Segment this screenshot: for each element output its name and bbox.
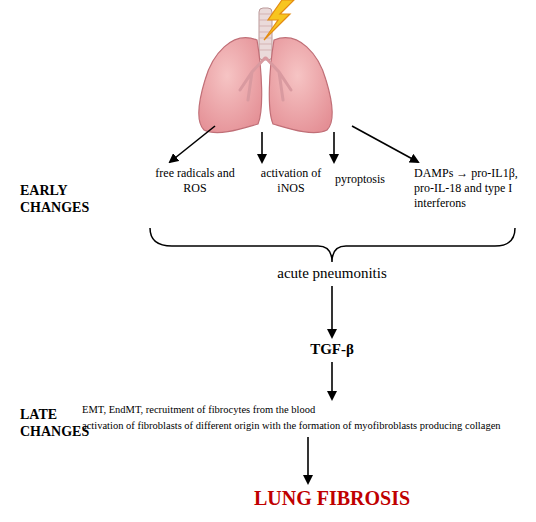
phase-label: LATE CHANGES bbox=[20, 406, 80, 440]
node-text: acute pneumonitis bbox=[250, 264, 414, 283]
process-text: EMT, EndMT, recruitment of fibrocytes fr… bbox=[82, 402, 534, 434]
flow-arrow bbox=[307, 437, 309, 483]
flow-arrow bbox=[331, 362, 333, 399]
node-text: free radicals and ROS bbox=[148, 166, 242, 196]
injury-arrows bbox=[170, 126, 418, 162]
outcome-text: LUNG FIBROSIS bbox=[200, 486, 464, 510]
node-text: EMT, EndMT, recruitment of fibrocytes fr… bbox=[82, 402, 534, 418]
lightning-bolt bbox=[264, 0, 294, 40]
mediator-text: TGF-β bbox=[290, 340, 374, 359]
effect-text: activation of iNOS bbox=[252, 166, 330, 196]
node-text: LUNG FIBROSIS bbox=[200, 486, 464, 510]
lungs-illustration bbox=[199, 0, 332, 133]
effect-text: DAMPs → pro-IL1β, pro-IL-18 and type I i… bbox=[414, 166, 534, 211]
effect-text: free radicals and ROS bbox=[148, 166, 242, 196]
node-text: activation of fibroblasts of different o… bbox=[82, 418, 534, 434]
effect-text: pyroptosis bbox=[326, 172, 394, 187]
node-text: pyroptosis bbox=[326, 172, 394, 187]
node-text: activation of iNOS bbox=[252, 166, 330, 196]
stage-text: acute pneumonitis bbox=[250, 264, 414, 283]
flow-arrow bbox=[331, 286, 333, 337]
node-text: DAMPs → pro-IL1β, pro-IL-18 and type I i… bbox=[414, 166, 534, 211]
node-text: TGF-β bbox=[290, 340, 374, 359]
phase-label: EARLY CHANGES bbox=[20, 182, 110, 216]
curly-brace bbox=[150, 228, 515, 262]
